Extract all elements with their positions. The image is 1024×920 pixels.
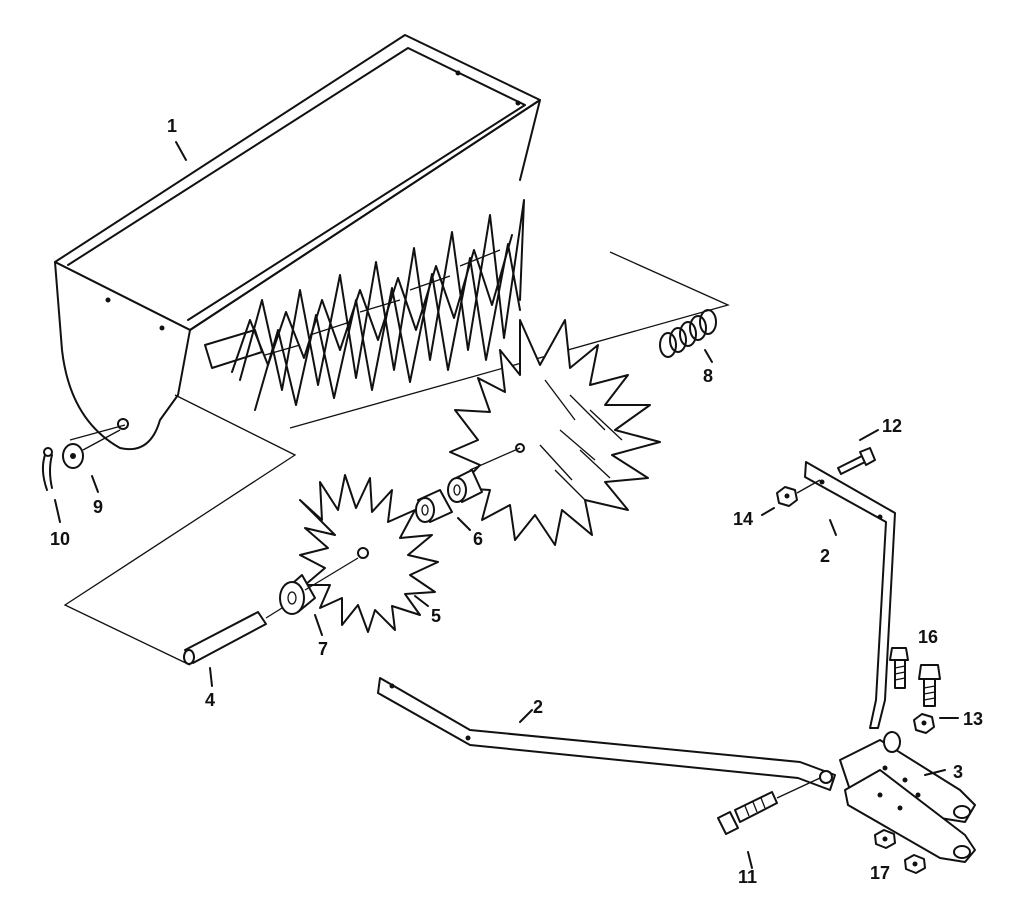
callout-2-upper: 2 [820, 546, 830, 566]
callout-1: 1 [167, 116, 177, 136]
callout-9: 9 [93, 497, 103, 517]
leader-lines [54, 141, 959, 869]
callout-17: 17 [870, 863, 890, 883]
callout-10: 10 [50, 529, 70, 549]
hitch-bar-lower-part-2 [377, 677, 836, 791]
callout-5: 5 [431, 606, 441, 626]
callout-8: 8 [703, 366, 713, 386]
spike-wheel-small [299, 474, 439, 633]
callout-16: 16 [918, 627, 938, 647]
bolt-part-11 [717, 777, 821, 835]
spacer-part-7 [279, 557, 359, 615]
callout-labels: 1 8 9 10 6 5 7 4 12 14 2 16 13 3 2 11 17 [50, 116, 983, 887]
callout-11: 11 [738, 867, 757, 887]
spring-part-8 [659, 309, 717, 358]
nut-part-13 [913, 713, 935, 734]
axle-part-4 [183, 607, 283, 665]
callout-14: 14 [733, 509, 753, 529]
nut-part-14 [776, 479, 821, 507]
weight-tray-part-1 [54, 34, 541, 451]
hitch-bracket-part-3 [839, 731, 976, 863]
bushings-part-6 [415, 447, 521, 523]
washer-part-9 [62, 429, 121, 469]
callout-4: 4 [205, 690, 215, 710]
callout-7: 7 [318, 639, 328, 659]
callout-12: 12 [882, 416, 902, 436]
bolts-part-16 [889, 647, 941, 707]
callout-13: 13 [963, 709, 983, 729]
callout-6: 6 [473, 529, 483, 549]
bolt-part-12 [837, 447, 876, 475]
spike-wheel-assembly [231, 199, 525, 411]
assembly-outline [63, 251, 730, 666]
callout-2-lower: 2 [533, 697, 543, 717]
callout-3: 3 [953, 762, 963, 782]
cotter-pin-part-10 [41, 447, 53, 491]
nuts-part-17 [874, 829, 926, 874]
spike-wheel-large [449, 319, 661, 546]
hitch-bar-upper-part-2 [804, 461, 896, 729]
